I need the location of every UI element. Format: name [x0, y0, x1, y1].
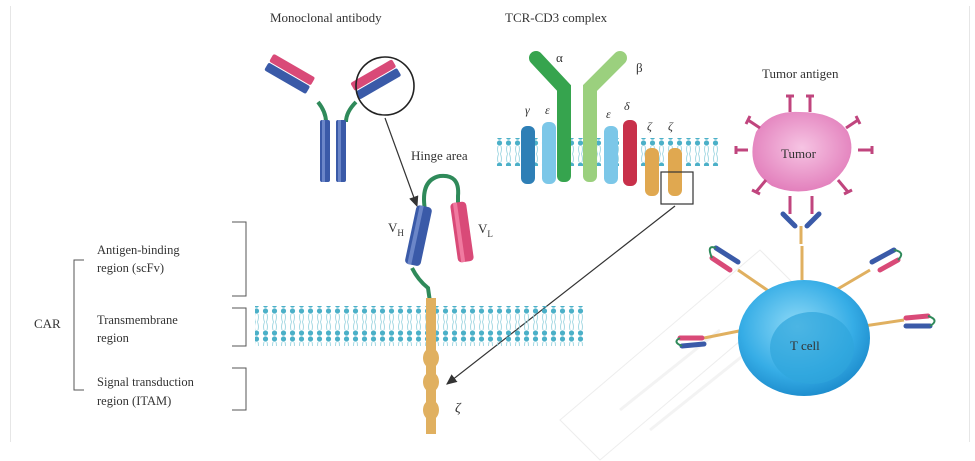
signal-transduction-line2: region (ITAM) [97, 394, 171, 408]
scfv-highlight-circle [355, 56, 415, 116]
epsilon-right-label: ε [606, 107, 611, 121]
hinge-area-label: Hinge area [411, 148, 468, 163]
tcr-cd3-complex [495, 51, 720, 205]
car-label: CAR [34, 316, 61, 331]
zeta-car-label: ζ [455, 401, 462, 416]
zeta-highlight-box [660, 171, 694, 205]
beta-label: β [636, 60, 643, 75]
monoclonal-antibody-title: Monoclonal antibody [270, 10, 382, 25]
t-cell-label: T cell [790, 338, 820, 353]
delta-label: δ [624, 99, 630, 113]
gamma-label: γ [525, 103, 530, 117]
monoclonal-antibody [264, 54, 415, 182]
transmembrane-line2: region [97, 331, 130, 345]
arrow-to-scfv [384, 117, 419, 208]
antigen-binding-line2: region (scFv) [97, 261, 164, 275]
antigen-binding-line1: Antigen-binding [97, 243, 180, 257]
tumor-antigen-title: Tumor antigen [762, 66, 839, 81]
alpha-label: α [556, 50, 563, 65]
zeta-label-2: ζ [668, 119, 674, 133]
signal-transduction-line1: Signal transduction [97, 375, 195, 389]
vh-label: VH [388, 220, 404, 238]
transmembrane-line1: Transmembrane [97, 313, 178, 327]
car-membrane [255, 306, 585, 346]
vl-label: VL [478, 221, 493, 239]
arrow-to-itam [446, 205, 676, 385]
tumor-label: Tumor [781, 146, 817, 161]
car-construct [255, 173, 585, 434]
t-cell [675, 245, 936, 396]
zeta-label-1: ζ [647, 119, 653, 133]
epsilon-left-label: ε [545, 103, 550, 117]
tumor-cell [734, 94, 874, 244]
region-brackets [73, 221, 247, 411]
tcr-cd3-title: TCR-CD3 complex [505, 10, 608, 25]
